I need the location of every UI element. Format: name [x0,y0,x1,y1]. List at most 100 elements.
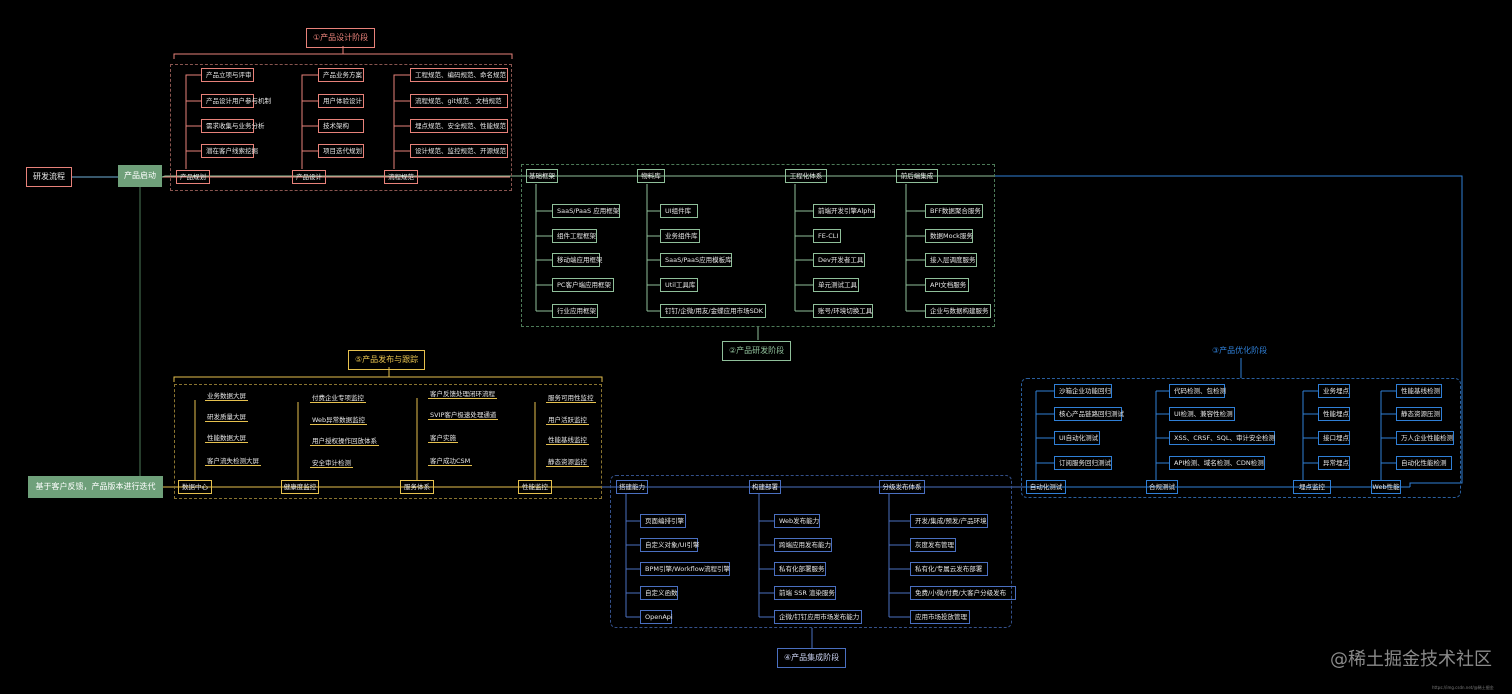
stage2-item: 移动端应用框架 [552,253,603,267]
stage3-title: ③产品优化阶段 [1212,346,1268,355]
stage3-item: UI检测、兼容性检测 [1169,407,1235,421]
stage2-item: SaaS/PaaS 应用框架 [552,204,620,218]
stage5-item: 静态资源监控 [546,457,589,467]
stage2-item: 行业应用框架 [552,304,598,318]
stage1-item: 项目迭代规划 [318,144,364,158]
connector-line [173,53,513,59]
stage2-item: 单元测试工具 [813,278,859,292]
stage5-item: 客户反馈处理闭环流程 [428,389,497,399]
stage3-item: 沙箱企业功能回归 [1054,384,1112,398]
stage2-item: BFF数据聚合服务 [925,204,983,218]
stage3-item: 静态资源压测 [1396,407,1442,421]
stage2-item: Dev开发者工具 [813,253,865,267]
stage5-item: Web异常数据监控 [310,415,368,425]
stage3-group: 自动化测试 [1026,480,1066,494]
stage2-item: 企业与数据构建服务 [925,304,991,318]
stage5-frame [174,384,602,499]
stage4-title: ④产品集成阶段 [777,648,847,668]
stage3-item: 性能埋点 [1318,407,1350,421]
stage5-item: 服务可用性监控 [546,393,596,403]
stage4-item: 应用市场投放管理 [910,610,970,624]
root-node: 研发流程 [26,167,72,187]
stage1-item: 产品立项与评审 [201,68,254,82]
stage4-item: 前端 SSR 渲染服务 [774,586,836,600]
stage2-item: UI组件库 [660,204,698,218]
stage3-item: 业务埋点 [1318,384,1350,398]
stage2-item: SaaS/PaaS应用模板库 [660,253,732,267]
stage3-item: 订阅服务回归测试 [1054,456,1112,470]
stage2-item: 钉钉/企微/用友/金蝶应用市场SDK [660,304,766,318]
stage1-title: ①产品设计阶段 [306,28,376,48]
stage5-group: 健康度监控 [281,480,319,494]
stage5-group: 数据中心 [178,480,212,494]
stage3-item: 自动化性能检测 [1396,456,1452,470]
stage4-frame [610,475,1012,628]
stage2-item: API文档服务 [925,278,969,292]
stage2-group: 基础框架 [526,169,558,183]
stage1-item: 技术架构 [318,119,364,133]
stage4-item: OpenApi [640,610,673,624]
stage5-item: 用户活跃监控 [546,415,589,425]
stage2-item: 接入层调度服务 [925,253,977,267]
stage4-item: 自定义对象/UI引擎 [640,538,699,552]
stage4-item: 免费/小微/付费/大客户分级发布 [910,586,1016,600]
stage2-group: 工程化体系 [785,169,827,183]
connector-line [173,376,603,382]
stage4-item: Web发布能力 [774,514,820,528]
stage3-item: 万人企业性能检测 [1396,431,1454,445]
stage2-frame [521,164,995,327]
stage5-item: 安全审计检测 [310,458,353,468]
stage3-group: 合规测试 [1146,480,1178,494]
stage5-item: 客户流失检测大屏 [205,456,261,466]
stage4-item: 页面编排引擎 [640,514,686,528]
stage5-item: SVIP客户极速处理通道 [428,410,499,420]
stage3-item: UI自动化测试 [1054,431,1100,445]
stage2-item: 业务组件库 [660,229,700,243]
stage4-item: 跨端应用发布能力 [774,538,832,552]
stage3-item: API检测、域名检测、CDN检测 [1169,456,1265,470]
stage5-item: 性能数据大屏 [205,433,248,443]
stage4-item: 企微/钉钉应用市场发布能力 [774,610,862,624]
stage4-item: 自定义函数 [640,586,678,600]
stage5-group: 性能监控 [518,480,552,494]
connector-line [161,175,1000,178]
stage3-group: 埋点监控 [1293,480,1331,494]
stage1-item: 用户体验设计 [318,94,364,108]
stage4-item: 私有化部署服务 [774,562,826,576]
stage1-group: 产品设计 [292,170,326,184]
stage2-item: 账号/环境切换工具 [813,304,873,318]
stage5-group: 服务体系 [400,480,434,494]
start-node: 产品启动 [118,165,162,187]
stage5-item: 性能基线监控 [546,435,589,445]
stage5-title: ⑤产品发布与跟踪 [348,350,426,370]
stage4-group: 搭建能力 [616,480,648,494]
stage1-item: 产品业务方案 [318,68,364,82]
stage1-item: 埋点规范、安全规范、性能规范 [410,119,508,133]
stage3-item: 异常埋点 [1318,456,1350,470]
stage2-title: ②产品研发阶段 [722,341,792,361]
stage3-item: 接口埋点 [1318,431,1350,445]
stage1-item: 潜在客户线索挖掘 [201,144,258,158]
stage5-item: 客户成功CSM [428,456,473,466]
stage3-item: XSS、CRSF、SQL、审计安全检测 [1169,431,1275,445]
stage2-item: Util工具库 [660,278,698,292]
stage5-item: 研发质量大屏 [205,412,248,422]
stage1-item: 产品设计用户参与机制 [201,94,271,108]
stage5-item: 业务数据大屏 [205,391,248,401]
stage1-item: 工程规范、编码规范、命名规范 [410,68,508,82]
stage1-item: 设计规范、监控规范、开源规范 [410,144,508,158]
connector-line [995,175,1463,487]
stage2-item: FE-CLI [813,229,841,243]
stage3-item: 代码检测、包检测 [1169,384,1226,398]
stage3-item: 核心产品链路回归测试 [1054,407,1124,421]
stage4-item: BPM引擎/Workflow流程引擎 [640,562,730,576]
stage3-frame [1021,378,1461,498]
stage5-item: 客户实施 [428,433,458,443]
watermark-url: https://img.csdn.net/@稀土掘金 [1432,685,1494,690]
stage5-item: 付费企业专项监控 [310,393,366,403]
stage4-group: 构建部署 [749,480,781,494]
stage2-group: 前后端集成 [896,169,938,183]
watermark: @稀土掘金技术社区 [1330,649,1492,670]
stage5-item: 用户授权操作回放体系 [310,436,379,446]
